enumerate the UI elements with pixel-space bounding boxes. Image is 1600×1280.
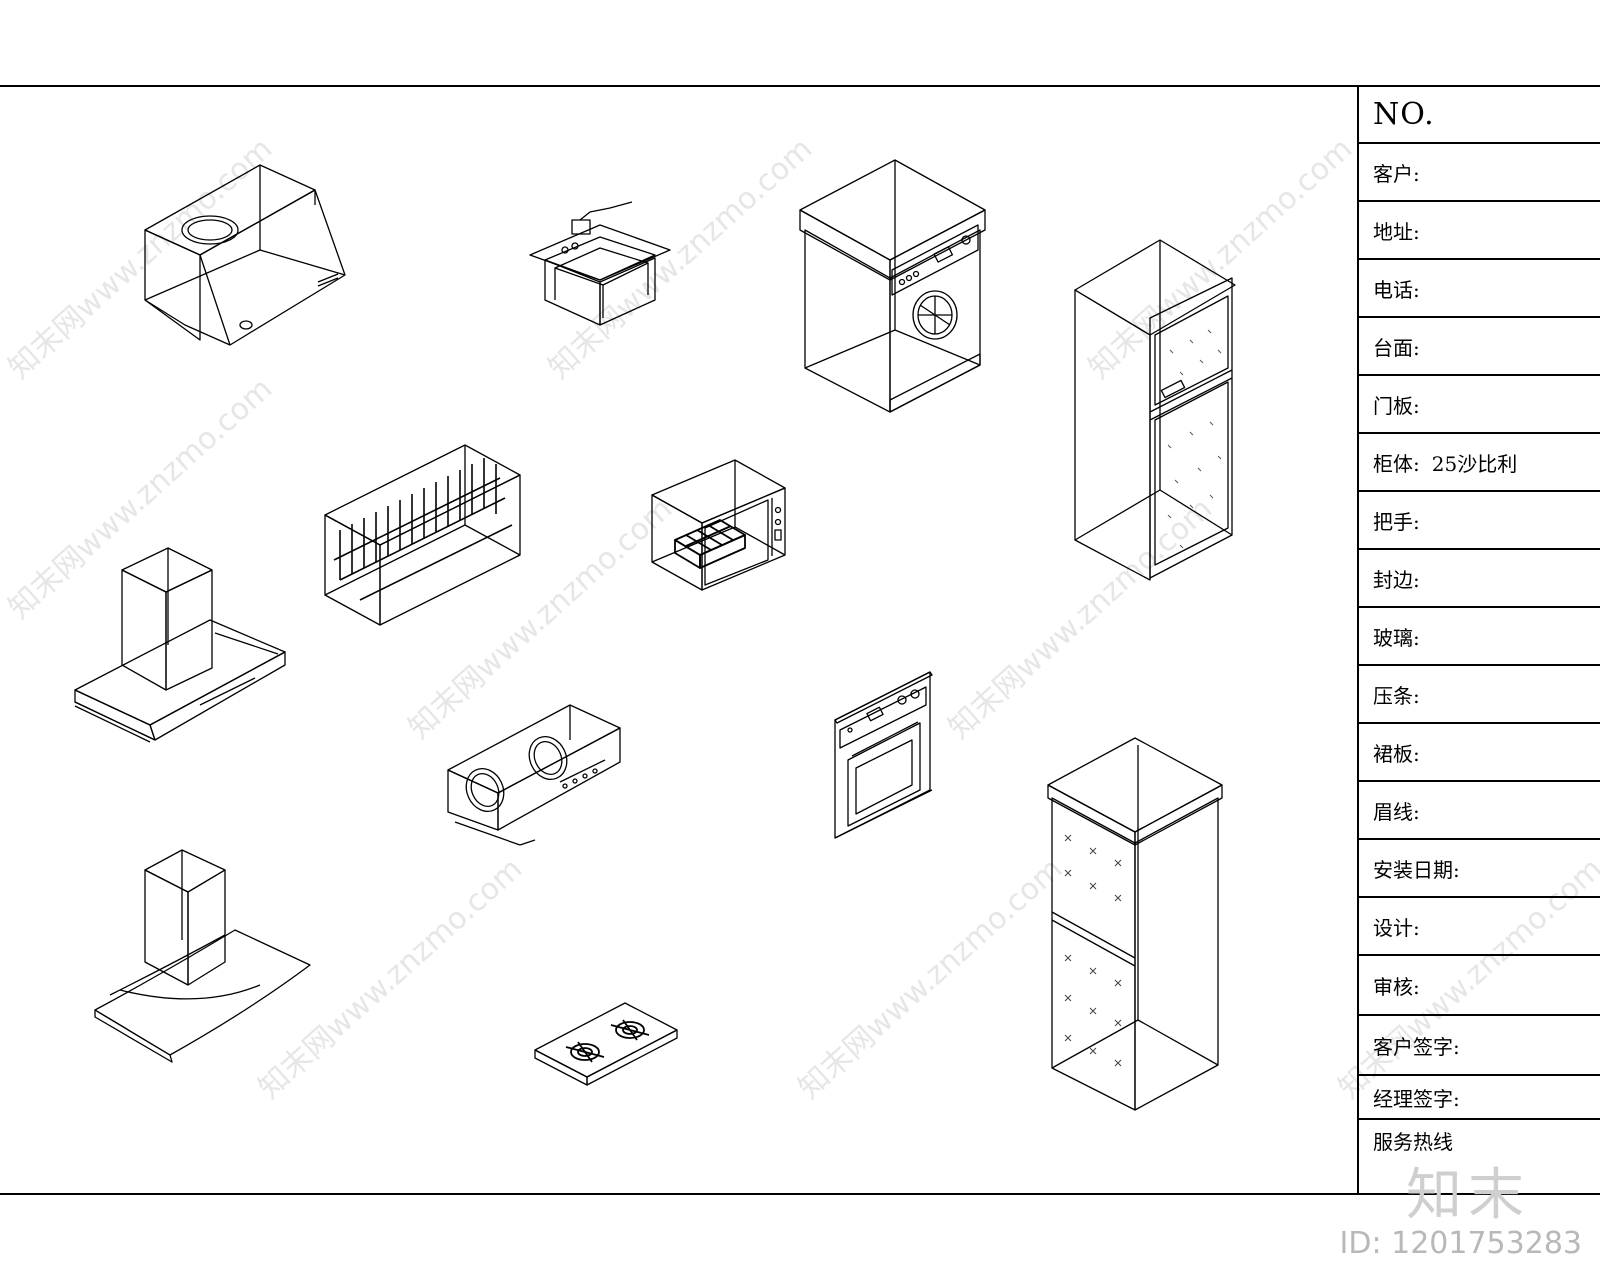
field-countertop: 台面:	[1359, 318, 1600, 376]
chimney-range-hood	[74, 547, 286, 743]
field-customer: 客户:	[1359, 144, 1600, 202]
field-label: 裙板:	[1373, 741, 1420, 766]
microwave-oven	[651, 459, 786, 591]
field-label: 服务热线	[1373, 1130, 1453, 1154]
watermark-text: 知末网www.znzmo.com	[1082, 131, 1359, 386]
gas-hob	[534, 1002, 678, 1086]
field-label: 玻璃:	[1373, 625, 1420, 650]
field-label: 封边:	[1373, 567, 1420, 592]
watermark-logo: 知末	[1406, 1163, 1530, 1228]
field-label: 柜体:	[1373, 451, 1420, 476]
field-install-date: 安装日期:	[1359, 840, 1600, 898]
tall-refrigerator	[1047, 737, 1223, 1111]
field-label: 电话:	[1373, 277, 1420, 302]
tall-fridge-cabinet	[1074, 239, 1236, 581]
field-address: 地址:	[1359, 202, 1600, 260]
watermark-text: 知末网www.znzmo.com	[942, 491, 1219, 746]
title-block: NO. 客户: 地址: 电话: 台面: 门板: 柜体: 25沙比利 把手: 封边…	[1357, 86, 1600, 1194]
field-label: 安装日期:	[1373, 857, 1460, 882]
field-designer: 设计:	[1359, 898, 1600, 956]
watermark-text: 知末网www.znzmo.com	[252, 851, 529, 1106]
watermark-text: 知末网www.znzmo.com	[2, 371, 279, 626]
field-trim-strip: 压条:	[1359, 666, 1600, 724]
field-handle: 把手:	[1359, 492, 1600, 550]
field-service-hotline: 服务热线	[1359, 1120, 1600, 1194]
field-label: 台面:	[1373, 335, 1420, 360]
field-label: 设计:	[1373, 915, 1420, 940]
field-label: 经理签字:	[1373, 1086, 1460, 1111]
field-customer-signature: 客户签字:	[1359, 1016, 1600, 1076]
field-label: 地址:	[1373, 219, 1420, 244]
title-block-no: NO.	[1359, 86, 1600, 144]
field-label: 客户:	[1373, 161, 1420, 186]
field-label: 压条:	[1373, 683, 1420, 708]
box-range-hood	[144, 164, 346, 346]
washing-machine-cabinet	[799, 159, 986, 413]
field-glass: 玻璃:	[1359, 608, 1600, 666]
no-label: NO.	[1373, 96, 1435, 132]
watermark-text: 知末网www.znzmo.com	[792, 851, 1069, 1106]
watermark-text: 知末网www.znzmo.com	[402, 491, 679, 746]
curved-glass-range-hood	[94, 849, 311, 1063]
field-manager-signature: 经理签字:	[1359, 1076, 1600, 1120]
kitchen-sink	[529, 201, 671, 326]
field-cabinet-body: 柜体: 25沙比利	[1359, 434, 1600, 492]
watermark-id: ID: 1201753283	[1339, 1226, 1582, 1261]
field-skirting: 裙板:	[1359, 724, 1600, 782]
field-label: 审核:	[1373, 974, 1420, 999]
field-edge-banding: 封边:	[1359, 550, 1600, 608]
field-label: 门板:	[1373, 393, 1420, 418]
field-label: 客户签字:	[1373, 1034, 1460, 1059]
watermark-text: 知末网www.znzmo.com	[542, 131, 819, 386]
field-value: 25沙比利	[1431, 451, 1518, 476]
drawing-frame	[0, 85, 1600, 1195]
built-in-oven	[834, 671, 933, 839]
dish-rack-basket	[324, 444, 521, 626]
slim-hood-with-fans	[447, 704, 621, 846]
watermark-text: 知末网www.znzmo.com	[2, 131, 279, 386]
field-reviewer: 审核:	[1359, 956, 1600, 1016]
field-door-panel: 门板:	[1359, 376, 1600, 434]
field-phone: 电话:	[1359, 260, 1600, 318]
field-crown-molding: 眉线:	[1359, 782, 1600, 840]
field-label: 把手:	[1373, 509, 1420, 534]
field-label: 眉线:	[1373, 799, 1420, 824]
